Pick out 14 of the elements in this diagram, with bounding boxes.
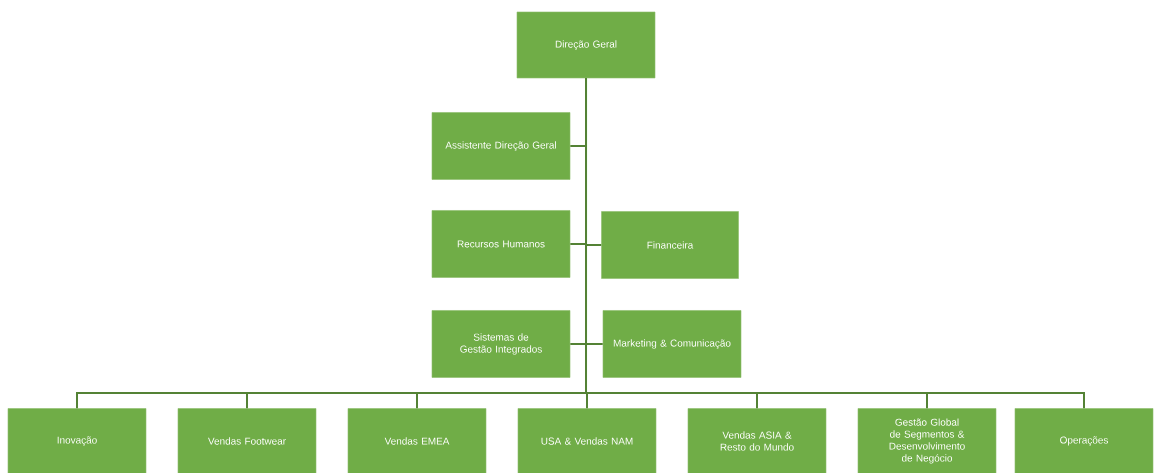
org-box: Vendas EMEA: [347, 408, 487, 473]
org-box: Inovação: [7, 408, 147, 473]
org-box: Assistente Direção Geral: [431, 112, 571, 180]
org-box: Direção Geral: [516, 11, 656, 79]
org-box: Operações: [1014, 408, 1154, 473]
org-box: Financeira: [601, 211, 739, 279]
org-box: Recursos Humanos: [431, 210, 571, 278]
connector-line: [585, 77, 1085, 410]
org-box: Vendas ASIA & Resto do Mundo: [687, 408, 827, 473]
org-box: Gestão Global de Segmentos & Desenvolvimento de Negócio: [857, 408, 997, 473]
org-box: Marketing & Comunicação: [602, 310, 742, 378]
org-box: Vendas Footwear: [177, 408, 317, 473]
org-box: USA & Vendas NAM: [517, 408, 657, 473]
org-box: Sistemas de Gestão Integrados: [431, 310, 571, 378]
